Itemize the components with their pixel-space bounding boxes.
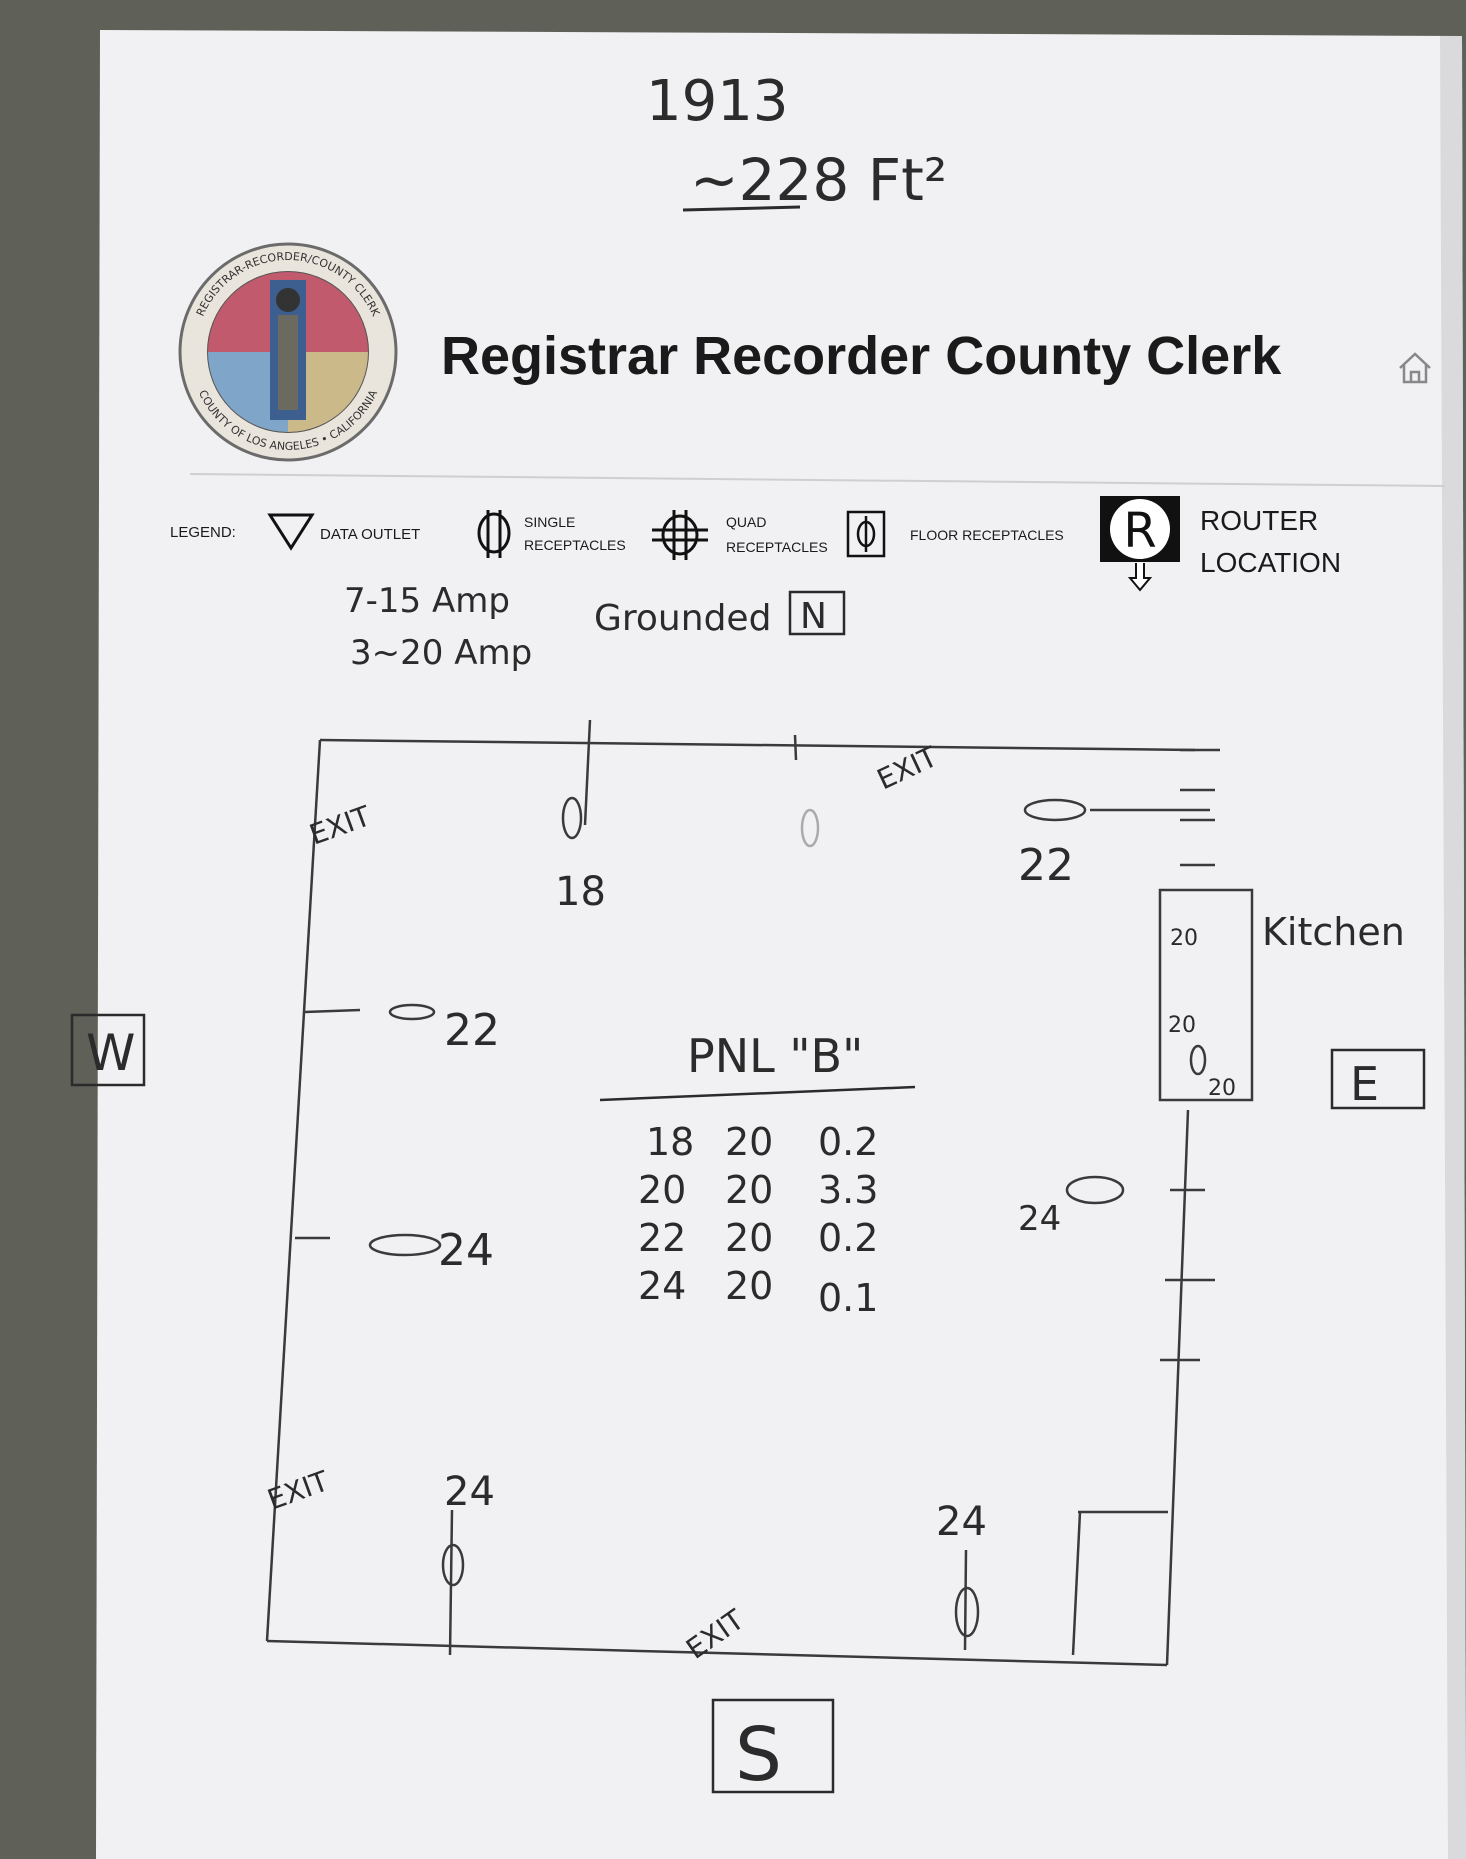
circuit-label: 22 <box>1018 840 1074 891</box>
west-box <box>70 1013 146 1087</box>
note-grounded: Grounded <box>594 598 771 639</box>
router-icon: R <box>1100 496 1180 592</box>
legend: LEGEND: DATA OUTLET SINGLE RECEPTACLES Q… <box>170 496 1341 592</box>
circuit-label: 20 <box>1168 1013 1196 1038</box>
wall-west <box>265 739 322 1642</box>
legend-quad-line2: RECEPTACLES <box>726 539 828 555</box>
page-title: Registrar Recorder County Clerk <box>441 326 1282 386</box>
panel-row: 22 20 0.2 <box>638 1216 878 1260</box>
note-15amp: 7-15 Amp <box>344 581 510 621</box>
floor-receptacle-icon <box>846 510 886 558</box>
panel-underline <box>599 1085 916 1102</box>
panel-circuit: 22 <box>638 1216 686 1260</box>
panel-circuit: 20 <box>638 1168 686 1212</box>
area-underline <box>682 205 801 212</box>
circuit-label: 24 <box>444 1469 495 1515</box>
north-label: N <box>800 596 827 637</box>
circuit-label: 18 <box>555 869 606 915</box>
circuit-label: 24 <box>1018 1199 1061 1239</box>
circuit-label: 22 <box>444 1005 500 1056</box>
legend-data-outlet: DATA OUTLET <box>320 526 420 543</box>
circuit-label: 20 <box>1170 926 1198 951</box>
single-receptacle-icon <box>477 510 511 558</box>
east-label: E <box>1350 1057 1379 1111</box>
south-label: S <box>735 1712 782 1798</box>
legend-single-line2: RECEPTACLES <box>524 537 626 553</box>
panel-row: 24 20 0.1 <box>638 1264 878 1320</box>
legend-quad-line1: QUAD <box>726 514 766 530</box>
floor-plan <box>265 719 1254 1667</box>
quad-receptacle-icon <box>652 510 708 560</box>
legend-floor: FLOOR RECEPTACLES <box>910 527 1064 543</box>
header-divider <box>189 473 1446 487</box>
panel-load: 0.2 <box>818 1120 878 1164</box>
panel-load: 0.2 <box>818 1216 878 1260</box>
closet-wall <box>1071 1511 1082 1656</box>
router-glyph: R <box>1123 503 1156 559</box>
year-note: 1913 <box>646 69 789 134</box>
west-label: W <box>86 1024 135 1082</box>
wall-south <box>266 1639 1168 1667</box>
home-icon <box>1399 352 1431 384</box>
panel-amps: 20 <box>725 1216 773 1260</box>
panel-amps: 20 <box>725 1168 773 1212</box>
area-note: ~228 Ft² <box>690 146 947 214</box>
panel-row: 20 20 3.3 <box>638 1168 878 1212</box>
panel-load: 3.3 <box>818 1168 878 1212</box>
wall-north <box>319 738 1196 752</box>
kitchen-label: Kitchen <box>1262 910 1405 954</box>
wall-east <box>1165 1109 1190 1666</box>
panel-load: 0.1 <box>818 1276 878 1320</box>
panel-amps: 20 <box>725 1264 773 1308</box>
north-box <box>788 590 846 636</box>
triangle-data-outlet-icon <box>267 513 315 551</box>
circuit-label: 20 <box>1208 1076 1236 1101</box>
kitchen-area <box>1158 888 1254 1102</box>
east-box <box>1330 1048 1426 1110</box>
panel-circuit: 24 <box>638 1264 686 1308</box>
paper-sheet <box>96 30 1466 1859</box>
panel-title: PNL "B" <box>687 1029 863 1083</box>
legend-label: LEGEND: <box>170 524 236 541</box>
circuit-label: 24 <box>438 1225 494 1276</box>
paper-edge-shadow <box>1440 36 1466 1859</box>
south-box <box>711 1698 835 1794</box>
county-seal: REGISTRAR-RECORDER/COUNTY CLERK COUNTY O… <box>178 242 398 462</box>
panel-amps: 20 <box>725 1120 773 1164</box>
panel-row: 18 20 0.2 <box>646 1120 878 1164</box>
legend-router-line1: ROUTER <box>1200 505 1318 536</box>
circuit-label: 24 <box>936 1499 987 1545</box>
panel-circuit: 18 <box>646 1120 694 1164</box>
legend-single-line1: SINGLE <box>524 514 575 530</box>
legend-router-line2: LOCATION <box>1200 547 1341 578</box>
note-20amp: 3~20 Amp <box>350 633 532 673</box>
